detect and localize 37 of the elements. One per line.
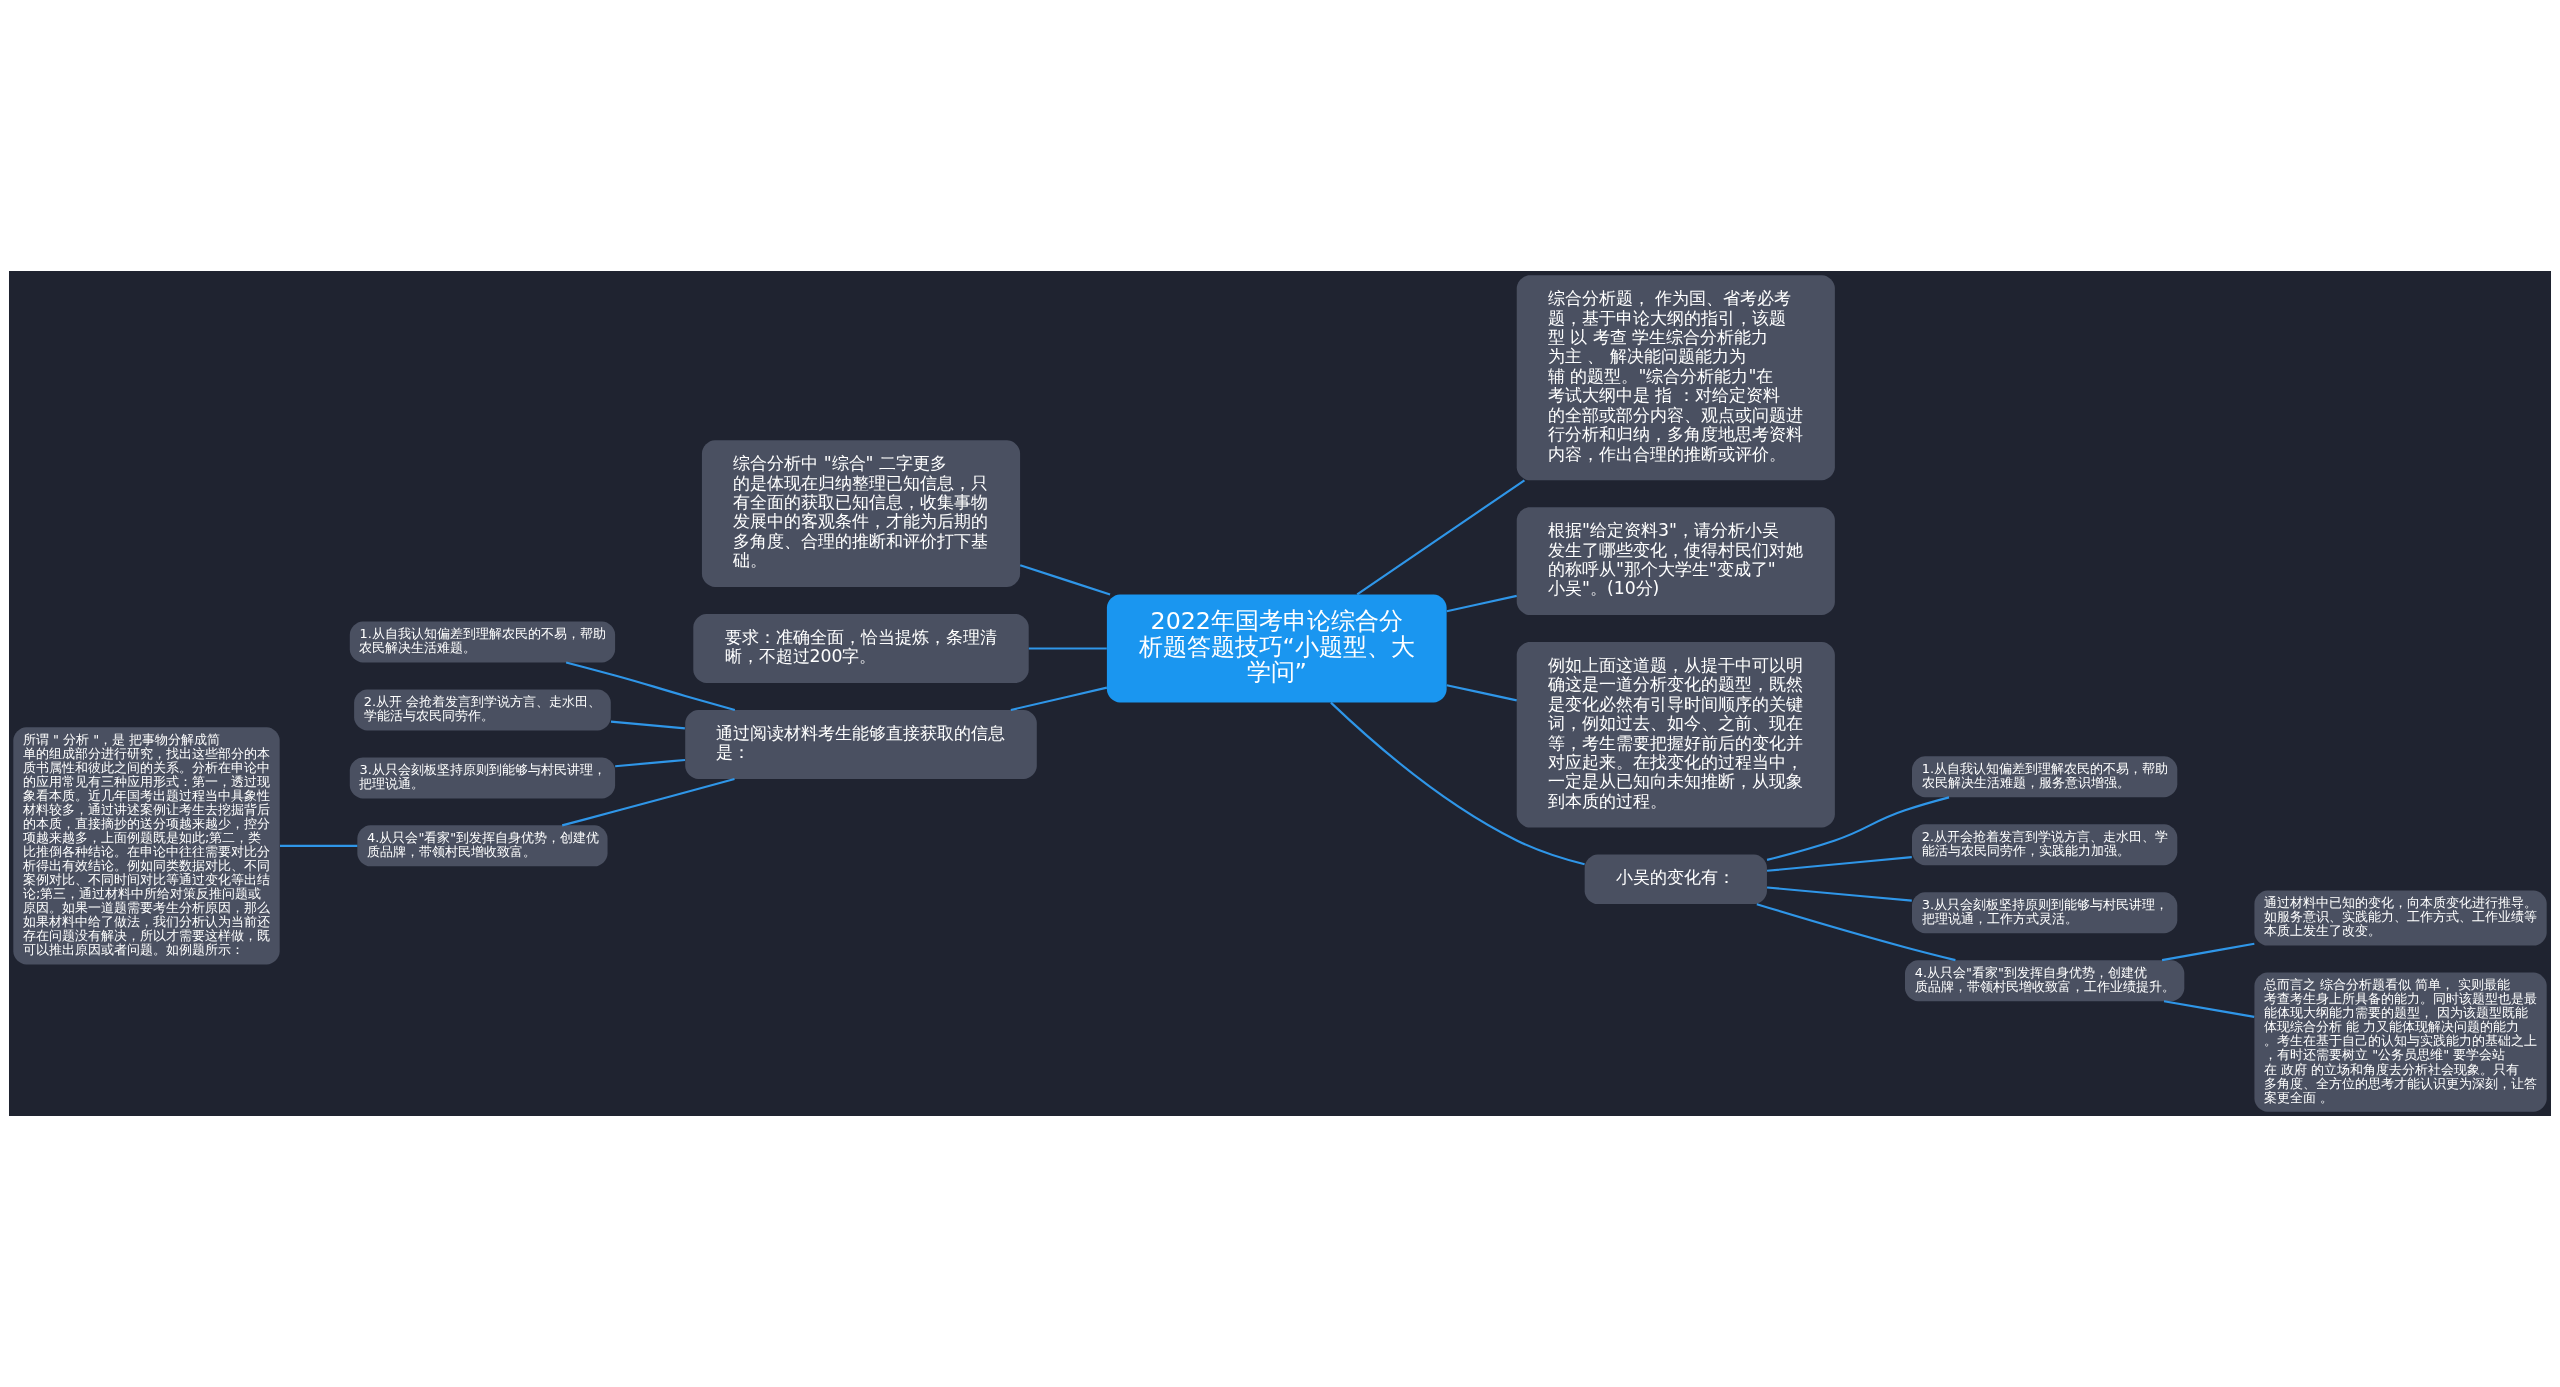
connector <box>565 661 736 711</box>
node-box: 通过材料中已知的变化，向本质变化进行推导。如服务意识、实践能力、工作方式、工作业绩等本质上发生了改变。 <box>2254 890 2547 946</box>
node-box: 4.从只会"看家"到发挥自身优势，创建优质品牌，带领村民增收致富，工作业绩提升。 <box>1905 960 2185 1002</box>
connector <box>1766 796 1950 861</box>
node-box: 小吴的变化有： <box>1584 854 1767 905</box>
connector <box>1756 903 1956 962</box>
connector <box>2161 942 2255 962</box>
node-box: 2.从开 会抢着发言到学说方言、走水田、学能活与农民同劳作。 <box>354 689 611 731</box>
node-box: 3.从只会刻板坚持原则到能够与村民讲理，把理说通，工作方式灵活。 <box>1912 892 2178 934</box>
node-box: 4.从只会"看家"到发挥自身优势，创建优质品牌，带领村民增收致富。 <box>357 825 608 867</box>
node-box: 2.从开会抢着发言到学说方言、走水田、学能活与农民同劳作，实践能力加强。 <box>1912 824 2178 866</box>
connector <box>1766 856 1912 872</box>
connector <box>1010 686 1108 711</box>
node-box: 总而言之 综合分析题看似 简单， 实则最能考查考生身上所具备的能力。同时该题型也是最能体现大纲能力需要的题型， 因为该题型既能体现综合分析 能 力又能体现解决问题的能力。考生在基于自己的认知与实践能力的基础之上，有时还需要树立 "公务员思维" 要学会站在 政府 的立场和角度去分析社会现象。只有多角度、全方位的思考才能认识更为深刻，让答案更全面 。 <box>2254 972 2547 1112</box>
connector <box>1446 594 1517 613</box>
node-box: 要求：准确全面，恰当提炼，条理清晰，不超过200字。 <box>693 613 1029 683</box>
connector <box>280 844 358 847</box>
node-box: 所谓 " 分析 "，是 把事物分解成简单的组成部分进行研究，找出这些部分的本质书属性和彼此之间的关系。分析在申论中的应用常见有三种应用形式：第一，透过现象看本质。近几年国考出题过程当中具象性材料较多，通过讲述案例让考生去挖掘背后的本质，直接摘抄的送分项越来越少，控分项越来越多，上面例题既是如此;第二，类比推倒各种结论。在申论中往往需要对比分析得出有效结论。例如同类数据对比、不同案例对比、不同时间对比等通过变化等出结论;第三，通过材料中所给对策反推问题或原因。如果一道题需要考生分析原因，那么如果材料中给了做法，我们分析认为当前还存在问题没有解决，所以才需要这样做，既可以推出原因或者问题。如例题所示： <box>13 727 280 965</box>
connector <box>610 720 685 730</box>
connector <box>1766 886 1912 902</box>
node-box: 1.从自我认知偏差到理解农民的不易，帮助农民解决生活难题，服务意识增强。 <box>1912 756 2178 798</box>
node-box: 综合分析中 "综合" 二字更多的是体现在归纳整理已知信息，只有全面的获取已知信息，收集事物发展中的客观条件，才能为后期的多角度、合理的推断和评价打下基础。 <box>701 440 1021 587</box>
node-box: 根据"给定资料3"，请分析小吴发生了哪些变化，使得村民们对她的称呼从"那个大学生"变成了"小吴"。(10分) <box>1516 507 1835 616</box>
node-box: 1.从自我认知偏差到理解农民的不易，帮助农民解决生活难题。 <box>349 621 616 663</box>
node-box: 3.从只会刻板坚持原则到能够与村民讲理，把理说通。 <box>349 757 616 799</box>
node-box: 通过阅读材料考生能够直接获取的信息是： <box>685 709 1037 779</box>
node-box: 2022年国考申论综合分析题答题技巧“小题型、大学问” <box>1106 594 1447 703</box>
connector <box>1330 701 1585 866</box>
connector <box>561 777 735 827</box>
connector <box>1356 479 1526 596</box>
connector <box>1019 564 1111 596</box>
node-box: 例如上面这道题，从提干中可以明确这是一道分析变化的题型，既然是变化必然有引导时间顺序的关键词，例如过去、如今、之前、现在等，考生需要把握好前后的变化并对应起来。在找变化的过程当中，一定是从已知向未知推断，从现象到本质的过程。 <box>1516 642 1835 828</box>
node-box: 综合分析题， 作为国、省考必考题，基于申论大纲的指引，该题型 以 考查 学生综合分析能力为主 、 解决能问题能力为辅 的题型。"综合分析能力"在考试大纲中是 指 ：对给定资料的全部或部分内容、观点或问题进行分析和归纳，多角度地思考资料内容，作出合理的推断或评价。 <box>1516 275 1835 481</box>
connector <box>1446 684 1517 702</box>
connector <box>2163 1000 2255 1018</box>
connector <box>1028 647 1107 650</box>
connector <box>615 758 686 768</box>
